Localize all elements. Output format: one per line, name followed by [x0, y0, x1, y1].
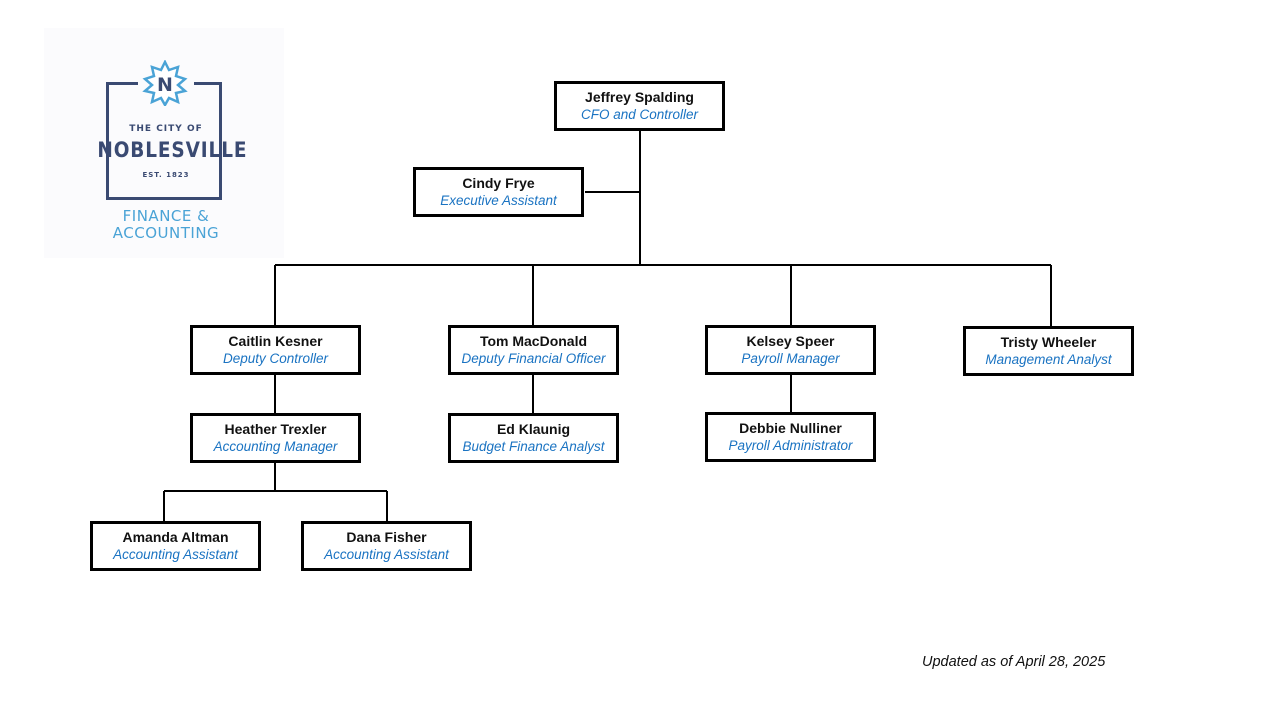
- org-node-nulliner: Debbie Nulliner Payroll Administrator: [705, 412, 876, 462]
- org-node-spalding: Jeffrey Spalding CFO and Controller: [554, 81, 725, 131]
- node-title: Management Analyst: [985, 352, 1112, 367]
- org-node-fisher: Dana Fisher Accounting Assistant: [301, 521, 472, 571]
- logo-dept-line2: ACCOUNTING: [112, 224, 220, 242]
- node-name: Amanda Altman: [122, 529, 229, 545]
- org-node-wheeler: Tristy Wheeler Management Analyst: [963, 326, 1134, 376]
- org-node-kesner: Caitlin Kesner Deputy Controller: [190, 325, 361, 375]
- noblesville-logo: N THE CITY OF NOBLESVILLE EST. 1823 FINA…: [44, 28, 284, 258]
- node-title: Executive Assistant: [440, 193, 557, 208]
- node-title: Payroll Administrator: [728, 438, 853, 453]
- logo-city-line: THE CITY OF: [129, 124, 203, 134]
- node-title: CFO and Controller: [580, 107, 699, 122]
- node-name: Tom MacDonald: [479, 333, 588, 349]
- updated-date: Updated as of April 28, 2025: [922, 654, 1106, 670]
- node-title: Accounting Assistant: [324, 547, 449, 562]
- org-node-altman: Amanda Altman Accounting Assistant: [90, 521, 261, 571]
- logo-star-icon: N: [142, 60, 188, 106]
- logo-dept-line1: FINANCE &: [122, 207, 210, 225]
- node-name: Jeffrey Spalding: [585, 89, 694, 105]
- node-name: Caitlin Kesner: [228, 333, 323, 349]
- org-node-macdonald: Tom MacDonald Deputy Financial Officer: [448, 325, 619, 375]
- org-node-frye: Cindy Frye Executive Assistant: [413, 167, 584, 217]
- node-name: Dana Fisher: [346, 529, 427, 545]
- logo-city-name: NOBLESVILLE: [97, 138, 248, 162]
- node-title: Deputy Financial Officer: [461, 351, 606, 366]
- node-name: Ed Klaunig: [496, 421, 571, 437]
- org-node-trexler: Heather Trexler Accounting Manager: [190, 413, 361, 463]
- node-title: Accounting Manager: [213, 439, 338, 454]
- node-title: Budget Finance Analyst: [462, 439, 605, 454]
- org-node-klaunig: Ed Klaunig Budget Finance Analyst: [448, 413, 619, 463]
- logo-monogram: N: [157, 74, 173, 96]
- node-title: Deputy Controller: [222, 351, 329, 366]
- node-name: Tristy Wheeler: [1000, 334, 1097, 350]
- logo-est: EST. 1823: [142, 171, 190, 179]
- node-name: Cindy Frye: [462, 175, 535, 191]
- org-node-speer: Kelsey Speer Payroll Manager: [705, 325, 876, 375]
- node-title: Payroll Manager: [741, 351, 840, 366]
- node-title: Accounting Assistant: [113, 547, 238, 562]
- node-name: Debbie Nulliner: [739, 420, 842, 436]
- node-name: Kelsey Speer: [746, 333, 835, 349]
- node-name: Heather Trexler: [224, 421, 327, 437]
